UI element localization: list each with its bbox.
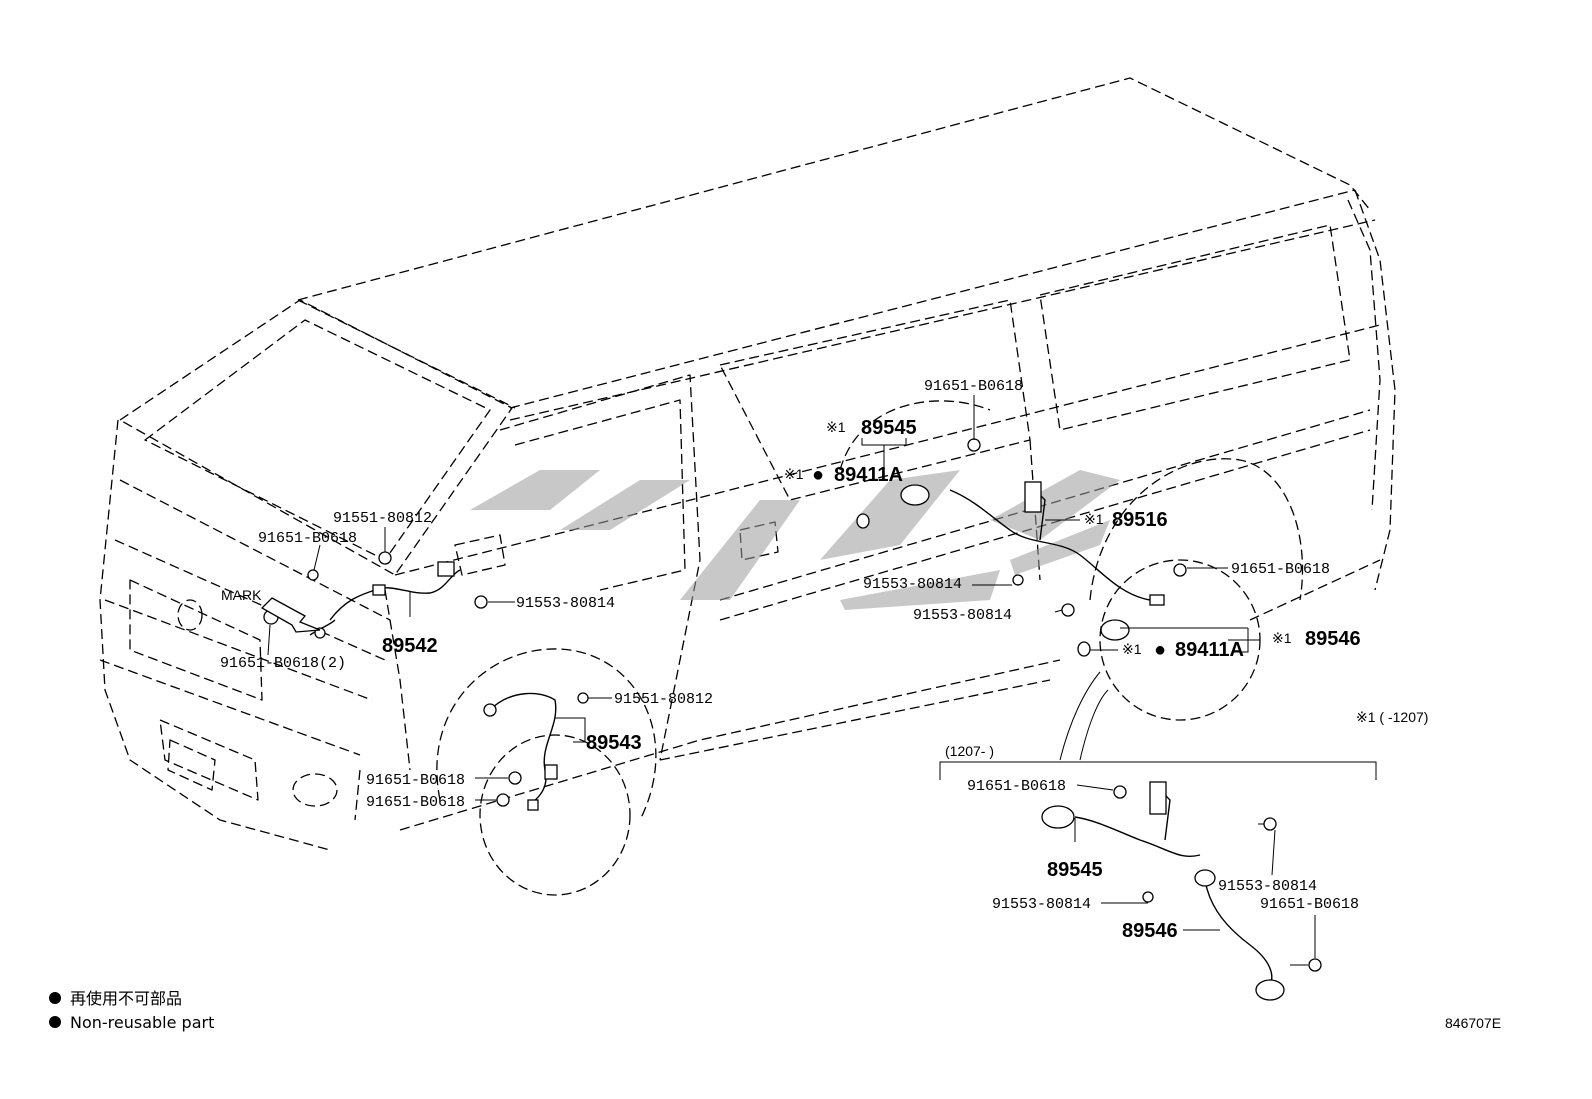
label-91553-80814-mid-b: 91553-80814 [913,607,1012,624]
front-left-sensor-harness [483,692,558,811]
bolt-icons [263,438,1322,972]
label-91651-b0618-2: 91651-B0618(2) [220,655,346,672]
label-89546-right: 89546 [1305,628,1361,650]
label-91651-b0618-inset-right: 91651-B0618 [1260,896,1359,913]
inset-sensor-harness [1041,781,1285,1001]
label-89545-top: 89545 [861,417,917,439]
ref1-marker-89545: ※1 [826,419,846,435]
label-91551-80812-left: 91551-80812 [333,510,432,527]
label-91553-80814-inset-right: 91553-80814 [1218,878,1317,895]
mark-label: MARK [221,587,262,603]
label-89411a-top: 89411A [834,464,903,486]
label-91651-b0618-top: 91651-B0618 [924,378,1023,395]
rear-right-sensor-harness [856,481,1165,657]
ref1-marker-89411a: ※1 [784,466,804,482]
nonreusable-dot-icon: ● [812,464,824,486]
legend-dot-icon-jp [49,992,61,1004]
ref1-marker-89516: ※1 [1084,511,1104,527]
diagram-id: 846707E [1445,1015,1501,1031]
ref1-marker-89546: ※1 [1272,630,1292,646]
legend-dot-icon-en [49,1016,61,1028]
label-89543: 89543 [586,732,642,754]
label-91553-80814-front: 91553-80814 [516,595,615,612]
label-89546-inset: 89546 [1122,920,1178,942]
label-91651-b0618-front-b: 91651-B0618 [366,794,465,811]
mark-arrow-icon [260,597,321,633]
front-right-sensor-harness [309,561,461,639]
label-91551-80812-mid: 91551-80812 [614,691,713,708]
label-91553-80814-inset-left: 91553-80814 [992,896,1091,913]
label-91651-b0618-rear: 91651-B0618 [1231,561,1330,578]
ref1-marker-89411a-right: ※1 [1122,641,1142,657]
label-91651-b0618-inset-top: 91651-B0618 [967,778,1066,795]
legend-jp: 再使用不可部品 [70,989,182,1008]
note-range-inset: (1207- ) [945,743,994,759]
label-89542: 89542 [382,635,438,657]
watermark-logo [470,470,1120,610]
van-outline [99,77,1396,896]
label-89545-inset: 89545 [1047,859,1103,881]
note-range-top: ※1 ( -1207) [1356,709,1428,725]
label-91651-b0618-front-a: 91651-B0618 [366,772,465,789]
label-89411a-right: 89411A [1175,639,1244,661]
label-89516: 89516 [1112,509,1168,531]
nonreusable-dot-icon-right: ● [1154,639,1166,661]
label-91651-b0618-left: 91651-B0618 [258,530,357,547]
legend: 再使用不可部品 Non-reusable part [49,989,214,1032]
legend-en: Non-reusable part [70,1013,214,1032]
leader-lines [267,395,1377,966]
label-91553-80814-mid-a: 91553-80814 [863,576,962,593]
